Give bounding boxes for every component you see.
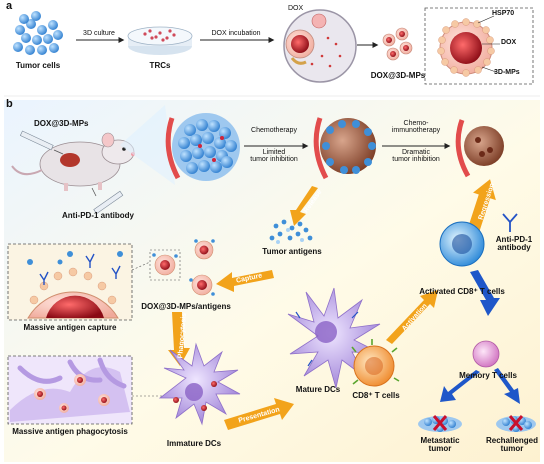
culture-label: 3D culture xyxy=(83,30,115,37)
metastatic-tumor-label: Metastatic tumor xyxy=(420,436,460,454)
rechallenged-arrow xyxy=(494,368,520,404)
trcs-label: TRCs xyxy=(149,61,171,70)
mature-dcs-label: Mature DCs xyxy=(295,385,341,394)
chemotherapy-label: Chemotherapy xyxy=(251,127,297,134)
tumor-chemo xyxy=(313,117,376,180)
tumor-cells-cluster xyxy=(13,11,63,55)
dox-label: DOX xyxy=(288,5,304,12)
memory-arrow xyxy=(470,270,500,316)
capture-inset-connector xyxy=(131,261,151,271)
massive-phagocytosis-label: Massive antigen phagocytosis xyxy=(12,427,128,436)
tumor-initial xyxy=(165,113,240,181)
dox-mps-antigens-label: DOX@3D-MPs/antigens xyxy=(141,302,231,311)
metastatic-arrow xyxy=(440,370,480,402)
rechallenged-tumor-label: Rechallenged tumor xyxy=(485,436,539,454)
capture-inset xyxy=(27,251,123,319)
cell-dox-loading xyxy=(283,9,357,83)
dox-mps-particles xyxy=(382,27,413,61)
immature-dcs-label: Immature DCs xyxy=(166,439,222,448)
anti-pd1-label: Anti-PD-1 antibody xyxy=(62,211,134,220)
tumor-antigens-label: Tumor antigens xyxy=(262,247,322,256)
capture-zoom-box xyxy=(149,249,181,281)
phagocytosis-inset xyxy=(10,357,130,422)
dox-mps-antigen-particles xyxy=(152,239,215,296)
massive-capture-label: Massive antigen capture xyxy=(23,323,117,332)
tumor-antigens xyxy=(269,219,313,244)
inset-mps-label: 3D-MPs xyxy=(494,69,520,76)
trcs-dish xyxy=(127,26,193,55)
tumor-cells-label: Tumor cells xyxy=(15,61,61,70)
dox-incubation-label: DOX incubation xyxy=(211,30,261,37)
activated-cd8-label: Activated CD8⁺ T cells xyxy=(419,287,505,296)
inset-dox-label: DOX xyxy=(501,39,517,46)
tumor-beam xyxy=(120,105,175,185)
activation-arrow xyxy=(386,290,438,344)
anti-pd1-right-label: Anti-PD-1 antibody xyxy=(495,235,533,253)
release-arrow xyxy=(290,186,318,226)
syringe-dox xyxy=(19,130,64,155)
capture-arrow xyxy=(216,270,274,292)
antibody-icon xyxy=(502,213,518,232)
panel-b-letter: b xyxy=(6,98,13,110)
particle-inset-frame xyxy=(424,7,534,85)
dramatic-inhibition-label: Dramatic tumor inhibition xyxy=(392,149,440,164)
limited-inhibition-label: Limited tumor inhibition xyxy=(250,149,298,164)
cd8-t-cells-label: CD8⁺ T cells xyxy=(352,391,400,400)
mature-dc xyxy=(287,287,383,389)
dox-mps-label-b: DOX@3D-MPs xyxy=(34,119,89,128)
metastatic-tumor xyxy=(418,415,462,432)
regression-arrow xyxy=(468,179,496,231)
syringe-antibody xyxy=(91,187,124,215)
particle-inset xyxy=(437,15,500,77)
dox-mps-label-a: DOX@3D-MPs xyxy=(370,71,426,80)
chemo-immunotherapy-label: Chemo- immunotherapy xyxy=(391,120,441,135)
tumor-regressed xyxy=(455,119,504,178)
presentation-arrow xyxy=(224,398,294,430)
rechallenged-tumor xyxy=(496,415,536,432)
activated-cd8-t-cell xyxy=(439,221,485,267)
panel-a-letter: a xyxy=(6,0,13,12)
cd8-t-cell xyxy=(351,339,400,387)
inset-hsp70-label: HSP70 xyxy=(492,10,515,17)
memory-t-cell xyxy=(472,340,500,368)
immature-dc xyxy=(158,342,241,426)
memory-t-cells-label: Memory T cells xyxy=(459,371,517,380)
